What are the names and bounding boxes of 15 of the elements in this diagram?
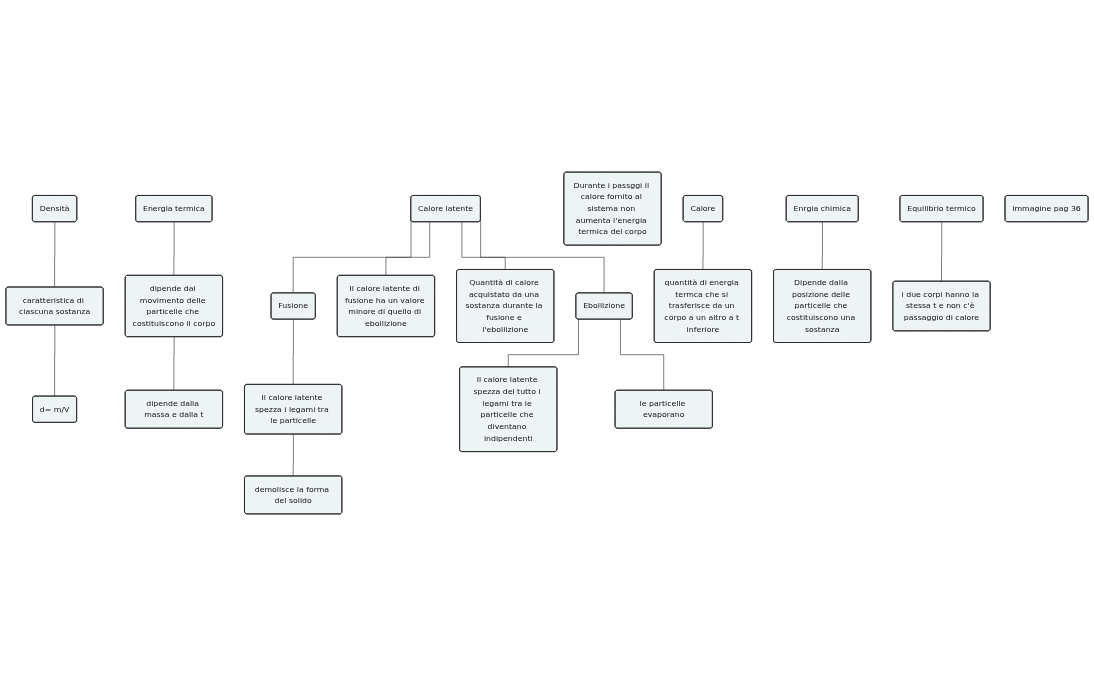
connector xyxy=(292,219,412,294)
connector xyxy=(821,221,823,271)
connector xyxy=(54,324,56,397)
connector xyxy=(292,434,294,477)
connector xyxy=(480,219,605,294)
connector xyxy=(461,221,506,271)
connector xyxy=(620,319,665,391)
connector xyxy=(173,336,175,391)
connector xyxy=(173,221,175,276)
connector xyxy=(941,221,943,282)
connector xyxy=(292,319,294,385)
connector xyxy=(385,221,431,276)
connector xyxy=(702,221,704,271)
connector xyxy=(507,319,579,368)
connector xyxy=(54,221,56,288)
